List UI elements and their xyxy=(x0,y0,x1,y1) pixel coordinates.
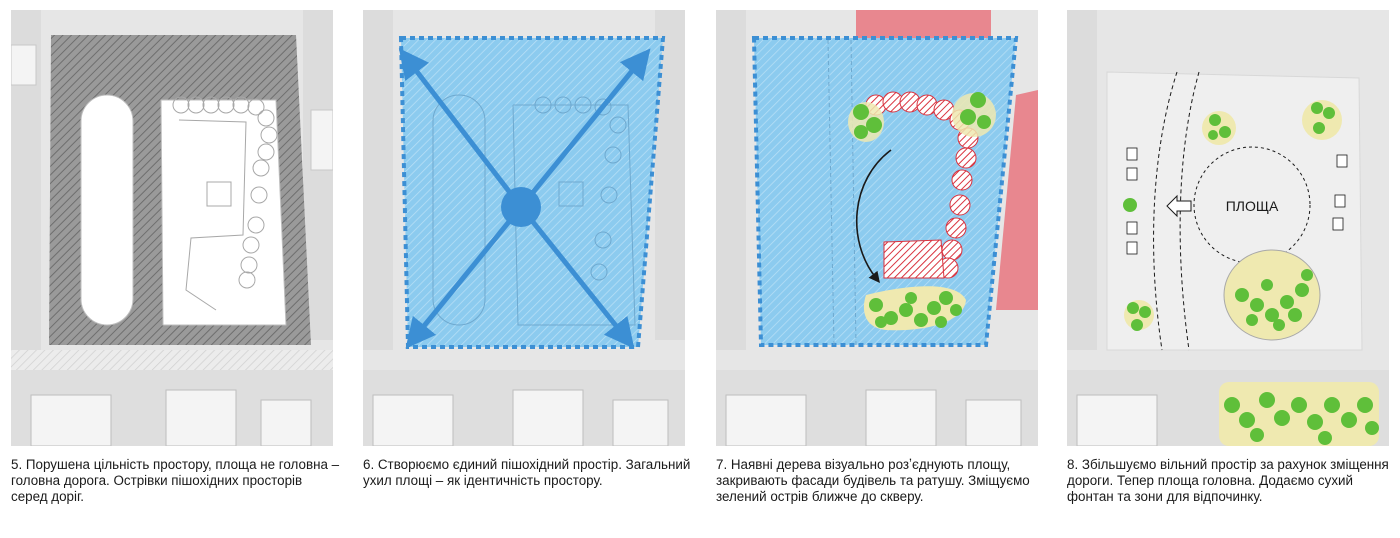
tree-cluster-2 xyxy=(1302,100,1342,140)
building-red-zone xyxy=(996,90,1038,310)
tree-outlines xyxy=(172,96,278,289)
top-buildings xyxy=(11,44,333,171)
faded-road-lines xyxy=(827,39,857,346)
panel-3-map xyxy=(716,10,1038,446)
panel-1-map xyxy=(11,10,333,446)
tree-group-left xyxy=(848,102,884,142)
right-island xyxy=(160,99,287,326)
flow-arrow-icon xyxy=(1166,194,1192,218)
panel-3-diagram xyxy=(716,10,1038,446)
bottom-buildings xyxy=(1076,394,1158,446)
tree-group-right xyxy=(952,92,996,137)
bottom-buildings xyxy=(725,389,1022,446)
left-island xyxy=(80,94,134,326)
square-label: ПЛОЩА xyxy=(1226,198,1279,214)
cross-road xyxy=(11,350,333,370)
panel-2-map xyxy=(363,10,685,446)
move-arrow xyxy=(856,149,892,284)
caption-panel-3: 7. Наявні дерева візуально розʼєднують п… xyxy=(716,457,1030,504)
ratusha-red-zone xyxy=(856,10,991,38)
lower-square-trees xyxy=(1219,382,1379,446)
shifted-road-lines xyxy=(1153,71,1200,351)
caption-panel-1: 5. Порушена цільність простору, площа не… xyxy=(11,457,340,504)
caption-panel-4: 8. Збільшуємо вільний простір за рахунок… xyxy=(1067,457,1389,504)
benches xyxy=(1126,147,1348,255)
tree-cluster-1 xyxy=(1202,111,1236,145)
caption-panel-2: 6. Створюємо єдиний пішохідний простір. … xyxy=(363,457,691,488)
panel-1-diagram xyxy=(11,10,333,446)
panel-4-diagram: ПЛОЩА xyxy=(1067,10,1389,446)
center-point xyxy=(501,187,541,227)
building-outline xyxy=(178,119,247,311)
slope-arrows xyxy=(398,48,651,349)
tree-icon xyxy=(1123,198,1137,212)
tree-cluster-4 xyxy=(1124,300,1154,331)
tree-cluster-3 xyxy=(1223,249,1321,341)
panel-4-map: ПЛОЩА xyxy=(1067,10,1389,446)
new-green-island xyxy=(863,286,966,331)
bottom-buildings xyxy=(30,389,312,446)
panel-2-diagram xyxy=(363,10,685,446)
faded-outlines xyxy=(432,94,636,326)
bottom-buildings xyxy=(372,389,669,446)
